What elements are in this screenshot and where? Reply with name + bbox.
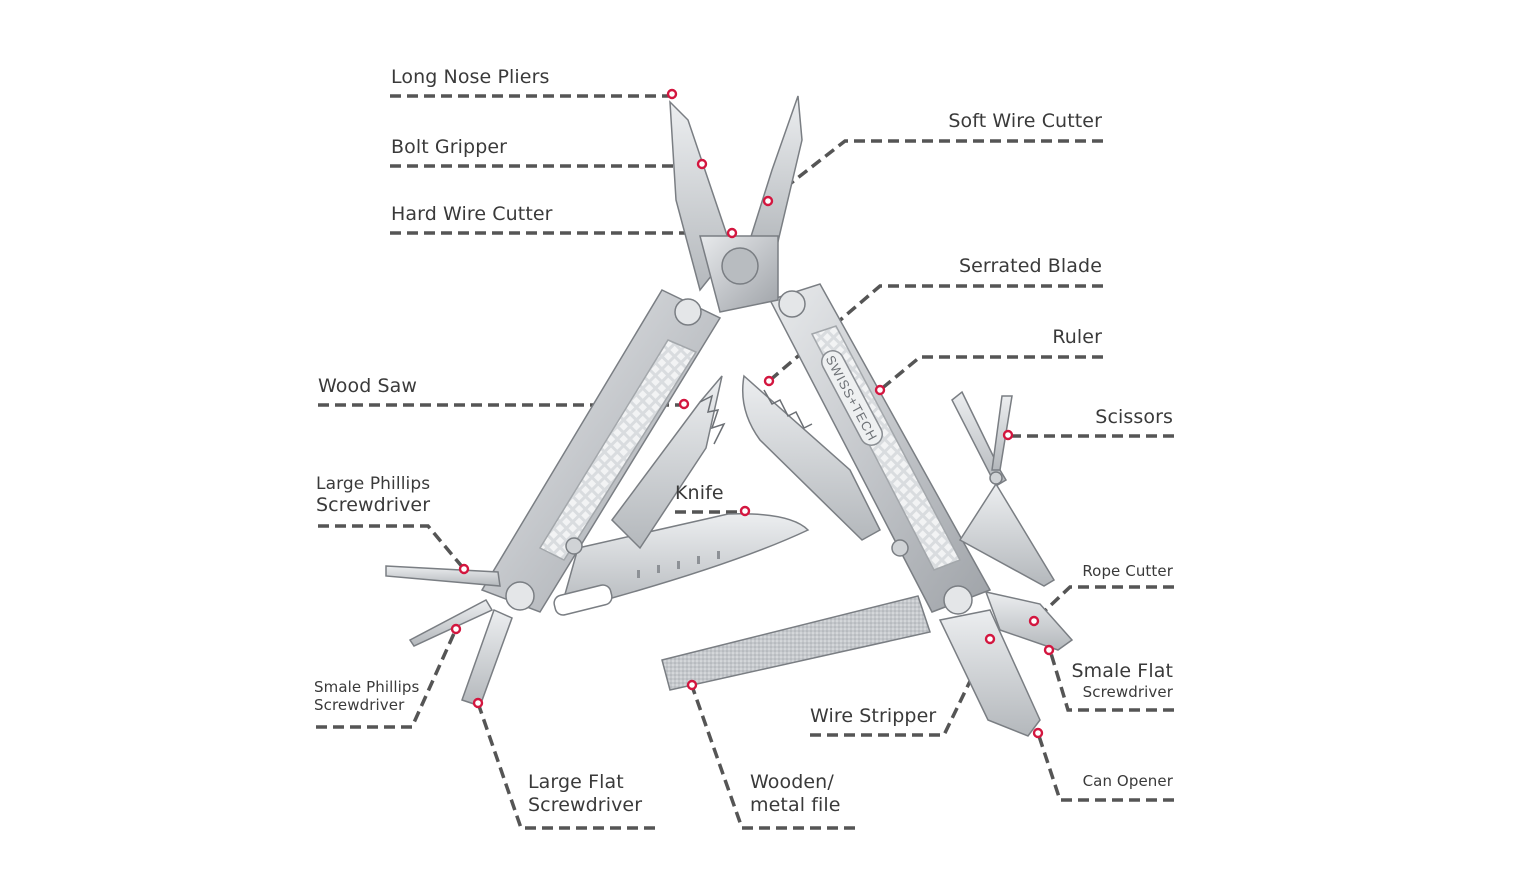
marker-large-phillips bbox=[458, 563, 470, 575]
marker-smale-phillips bbox=[450, 623, 462, 635]
file-tool bbox=[661, 595, 931, 691]
label-wire-stripper: Wire Stripper bbox=[810, 705, 937, 727]
label-smale-flat-line1: Smale Flat bbox=[1071, 660, 1173, 682]
label-soft-wire-cutter: Soft Wire Cutter bbox=[948, 110, 1102, 132]
label-bolt-gripper: Bolt Gripper bbox=[391, 136, 508, 158]
marker-long-nose-pliers bbox=[666, 88, 678, 100]
markers bbox=[450, 88, 1055, 739]
label-wooden-metal-file-line1: Wooden/ bbox=[750, 771, 834, 793]
label-rope-cutter: Rope Cutter bbox=[1082, 562, 1173, 580]
label-smale-phillips: Smale Phillips Screwdriver bbox=[314, 678, 419, 714]
small-phillips-tool bbox=[408, 599, 494, 647]
pivot bbox=[721, 247, 759, 285]
label-knife: Knife bbox=[675, 482, 724, 504]
label-ruler: Ruler bbox=[1052, 326, 1102, 348]
leader-ruler bbox=[878, 355, 1103, 392]
marker-ruler bbox=[874, 384, 886, 396]
label-hard-wire-cutter: Hard Wire Cutter bbox=[391, 203, 553, 225]
serrated-blade bbox=[741, 374, 881, 541]
label-serrated-blade: Serrated Blade bbox=[958, 255, 1102, 277]
marker-soft-wire-cutter bbox=[762, 195, 774, 207]
label-smale-phillips-line2: Screwdriver bbox=[314, 696, 405, 714]
marker-wire-stripper bbox=[984, 633, 996, 645]
leader-smale-flat bbox=[1048, 649, 1174, 712]
marker-serrated-blade bbox=[763, 375, 775, 387]
marker-can-opener bbox=[1032, 727, 1044, 739]
label-large-phillips-line2: Screwdriver bbox=[316, 494, 431, 517]
label-smale-phillips-line1: Smale Phillips bbox=[314, 678, 420, 696]
marker-hard-wire-cutter bbox=[726, 227, 738, 239]
leader-can-opener bbox=[1036, 732, 1174, 802]
label-large-phillips-line1: Large Phillips bbox=[316, 474, 431, 494]
large-phillips-tool bbox=[385, 565, 501, 587]
label-large-phillips: Large Phillips Screwdriver bbox=[316, 474, 430, 517]
marker-scissors bbox=[1002, 429, 1014, 441]
marker-large-flat bbox=[472, 697, 484, 709]
label-can-opener: Can Opener bbox=[1082, 772, 1173, 790]
large-flat-tool bbox=[461, 608, 513, 707]
plier-jaw-right bbox=[747, 95, 803, 251]
leader-rope-cutter bbox=[1032, 585, 1174, 623]
label-large-flat-line1: Large Flat bbox=[528, 771, 624, 793]
label-large-flat: Large Flat Screwdriver bbox=[528, 771, 642, 817]
leader-soft-wire-cutter bbox=[766, 139, 1103, 203]
marker-wood-saw bbox=[678, 398, 690, 410]
label-large-flat-line2: Screwdriver bbox=[528, 793, 643, 816]
label-wooden-metal-file: Wooden/ metal file bbox=[750, 771, 841, 817]
label-wooden-metal-file-line2: metal file bbox=[750, 793, 841, 816]
marker-wooden-metal-file bbox=[686, 679, 698, 691]
wood-saw-blade bbox=[611, 375, 723, 550]
leader-serrated-blade bbox=[767, 284, 1103, 383]
label-scissors: Scissors bbox=[1095, 406, 1173, 428]
marker-smale-flat bbox=[1043, 644, 1055, 656]
wire-stripper-tool bbox=[938, 609, 1041, 737]
label-wood-saw: Wood Saw bbox=[318, 375, 418, 397]
leader-lines bbox=[316, 94, 1174, 830]
leader-large-phillips bbox=[318, 524, 466, 571]
marker-bolt-gripper bbox=[696, 158, 708, 170]
marker-rope-cutter bbox=[1028, 615, 1040, 627]
tool-body: SWISS+TECH bbox=[385, 95, 1074, 737]
leader-large-flat bbox=[476, 702, 655, 830]
knife-blade bbox=[558, 513, 810, 614]
marker-knife bbox=[739, 505, 751, 517]
label-smale-flat-line2: Screwdriver bbox=[1082, 682, 1173, 701]
label-smale-flat: Smale Flat Screwdriver bbox=[1071, 660, 1173, 701]
leader-smale-phillips bbox=[316, 628, 458, 729]
leader-wooden-metal-file bbox=[690, 685, 855, 830]
label-long-nose-pliers: Long Nose Pliers bbox=[391, 66, 550, 88]
